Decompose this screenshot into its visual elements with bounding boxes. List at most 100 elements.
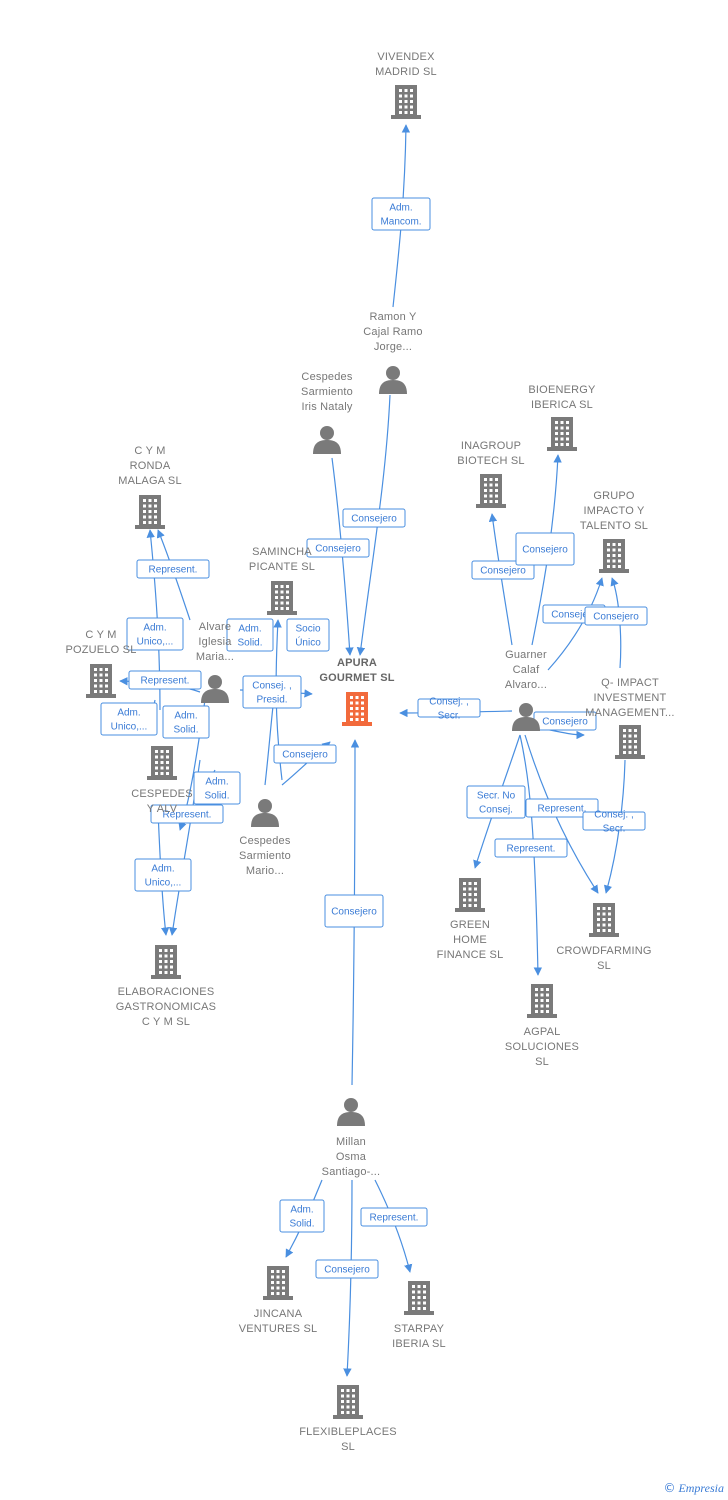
node-label: GRUPO (593, 490, 635, 502)
edge-label[interactable]: Adm.Solid. (162, 705, 210, 739)
building-icon (263, 1266, 293, 1300)
edge-label-text: Consej. , (429, 697, 468, 708)
edge-label-text: Solid. (237, 638, 262, 649)
node-label: Y ALV (147, 803, 178, 815)
node-label: C Y M (85, 629, 116, 641)
edge-label-box (324, 894, 384, 928)
edge-label-text: Adm. (389, 203, 412, 214)
edge-label[interactable]: Consej. ,Presid. (242, 675, 302, 709)
node-label: Iglesia (198, 636, 232, 648)
edge-label[interactable]: Represent. (494, 838, 568, 858)
edge-label[interactable]: Represent. (360, 1207, 428, 1227)
person-icon (313, 426, 341, 454)
edge-label[interactable]: Consejero (315, 1259, 379, 1279)
node-label: ELABORACIONES (118, 986, 215, 998)
node-label: MADRID SL (375, 66, 437, 78)
edge-label[interactable]: Represent. (150, 804, 224, 824)
node-label: PICANTE SL (249, 561, 315, 573)
edge-label-text: Adm. (117, 708, 140, 719)
edge-label-box (100, 702, 158, 736)
edge-label[interactable]: Adm.Solid. (279, 1199, 325, 1233)
edge-label[interactable]: Adm.Unico,... (126, 617, 184, 651)
edge-label[interactable]: Adm.Unico,... (100, 702, 158, 736)
edge-label-box (315, 1259, 379, 1279)
edge-label[interactable]: Adm.Solid. (226, 618, 274, 652)
node-label: CESPEDES (131, 788, 193, 800)
node-guarner[interactable]: GuarnerCalafAlvaro... (505, 649, 547, 731)
edge-line (524, 734, 599, 894)
edge-label-box (417, 698, 481, 718)
edge-label[interactable]: Consejero (273, 744, 337, 764)
edge-label-text: Consejero (331, 907, 377, 918)
edge-label-text: Represent. (141, 676, 190, 687)
person-icon (251, 799, 279, 827)
edge-label[interactable]: Consejero (342, 508, 406, 528)
edge-label[interactable]: Represent. (128, 670, 202, 690)
edge-label-box (525, 798, 599, 818)
node-label: BIOENERGY (528, 384, 596, 396)
edge-label-text: Adm. (290, 1205, 313, 1216)
node-millan[interactable]: MillanOsmaSantiago-... (322, 1098, 381, 1178)
edge-label-text: Presid. (256, 695, 287, 706)
node-label: AGPAL (524, 1026, 561, 1038)
edge-label[interactable]: Consejero (515, 532, 575, 566)
edge-label[interactable]: Adm.Solid. (193, 771, 241, 805)
edge-label-text: Consejero (522, 545, 568, 556)
edge-label[interactable]: Consejero (324, 894, 384, 928)
edge-label-box (128, 670, 202, 690)
building-icon (589, 903, 619, 937)
building-icon (147, 746, 177, 780)
empresia-credit[interactable]: © Empresia (663, 1481, 724, 1496)
edge-label[interactable]: Consej. ,Secr. (582, 810, 646, 835)
node-label: FLEXIBLEPLACES (299, 1426, 397, 1438)
edge-label-text: Secr. No (477, 791, 516, 802)
node-alvarez[interactable]: AlvareIglesiaMaria... (196, 621, 234, 703)
edge-label-text: Solid. (204, 791, 229, 802)
node-qimpact[interactable]: Q- IMPACTINVESTMENTMANAGEMENT... (585, 677, 674, 759)
edge-label[interactable]: Represent. (136, 559, 210, 579)
edge-label[interactable]: Adm.Unico,... (134, 858, 192, 892)
edge-label-box (193, 771, 241, 805)
node-label: MANAGEMENT... (585, 707, 674, 719)
node-label: Millan (336, 1136, 366, 1148)
node-label: Cajal Ramo (363, 326, 422, 338)
node-label: SL (535, 1056, 549, 1068)
edge-label-box (360, 1207, 428, 1227)
node-label: SL (597, 960, 611, 972)
edge-label-text: Unico,... (137, 637, 174, 648)
edge-label-box (466, 785, 526, 819)
node-label: STARPAY (394, 1323, 445, 1335)
edge-label[interactable]: Represent. (525, 798, 599, 818)
edge-label-box (494, 838, 568, 858)
node-cespedes-mario[interactable]: CespedesSarmientoMario... (239, 799, 291, 877)
edge-label[interactable]: Consejero (584, 606, 648, 626)
edge-label[interactable]: Consej. ,Secr. (417, 697, 481, 722)
edge-label-box (134, 858, 192, 892)
edge-label[interactable]: Consejero (306, 538, 370, 558)
edge-label-text: Consejero (542, 717, 588, 728)
edge-label-text: Consejero (315, 544, 361, 555)
building-icon (455, 878, 485, 912)
node-cespedes-alv[interactable]: CESPEDES Y ALV (131, 746, 193, 815)
edge-label-text: Consejero (593, 612, 639, 623)
edge-label[interactable]: Adm.Mancom. (371, 197, 431, 231)
